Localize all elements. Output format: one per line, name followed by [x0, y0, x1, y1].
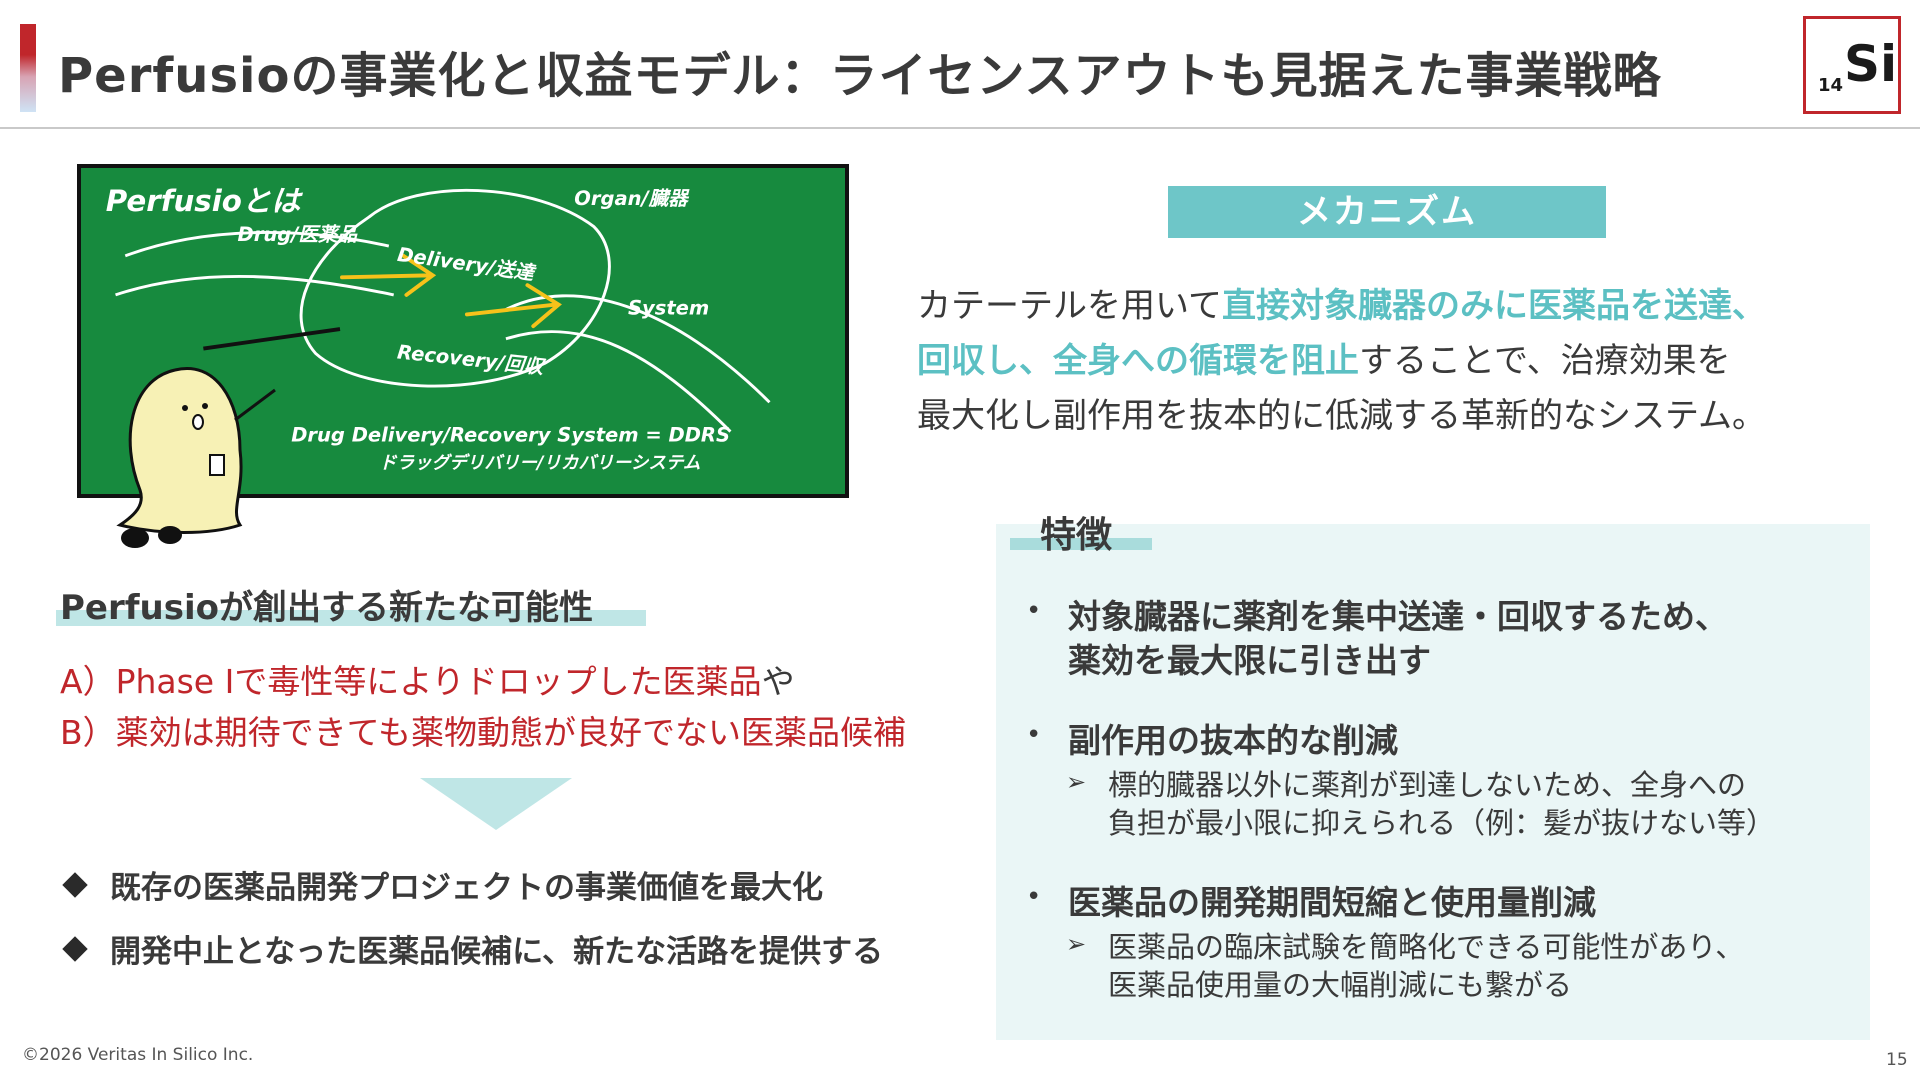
- recovery-label: Recovery/回収: [396, 340, 547, 378]
- bullet-dot-icon: •: [1026, 596, 1042, 626]
- system-label: System: [628, 296, 709, 319]
- organ-outline: [299, 188, 611, 388]
- features-title-underline: [1010, 538, 1152, 550]
- system-outflow-line-top: [505, 294, 771, 404]
- drug-inflow-line-top: [124, 231, 390, 258]
- feature-2: 副作用の抜本的な削減: [1068, 721, 1398, 760]
- possibility-item-2-text: 開発中止となった医薬品候補に、新たな活路を提供する: [110, 934, 884, 970]
- possibility-item-1: 既存の医薬品開発プロジェクトの事業価値を最大化: [60, 862, 823, 907]
- possibility-heading: Perfusioが創出する新たな可能性: [60, 588, 593, 628]
- ddrs-kana-label: ドラッグデリバリー/リカバリーシステム: [379, 453, 700, 474]
- sub-arrow-icon: ➢: [1066, 768, 1087, 796]
- feature-2-sub-line-2: 負担が最小限に抑えられる（例：髪が抜けない等）: [1108, 806, 1776, 840]
- recovery-arrow: [464, 283, 562, 329]
- diamond-bullet-icon: [62, 871, 88, 898]
- feature-2-sub-line-1: 標的臓器以外に薬剤が到達しないため、全身への: [1108, 768, 1747, 802]
- board-heading: Perfusioとは: [106, 184, 303, 218]
- feature-1-line-2: 薬効を最大限に引き出す: [1068, 641, 1431, 680]
- header-divider: [0, 127, 1920, 129]
- system-outflow-line-bottom: [505, 330, 732, 433]
- down-arrow-icon: [420, 778, 572, 830]
- mascot-character: [116, 367, 276, 548]
- drug-label: Drug/医薬品: [238, 223, 359, 246]
- mechanism-line-1-highlight: 直接対象臓器のみに医薬品を送達、: [1221, 286, 1766, 326]
- feature-3: 医薬品の開発期間短縮と使用量削減: [1068, 883, 1596, 922]
- title-accent-bar: [20, 24, 36, 112]
- pointer-stick: [203, 327, 341, 351]
- feature-3-sub-line-1: 医薬品の臨床試験を簡略化できる可能性があり、: [1108, 930, 1745, 964]
- company-logo: 14 Si: [1803, 16, 1901, 114]
- drug-inflow-line-bottom: [115, 274, 395, 297]
- bullet-dot-icon: •: [1026, 720, 1042, 750]
- feature-3-sub-line-2: 医薬品使用量の大幅削減にも繋がる: [1108, 968, 1573, 1002]
- mechanism-label: メカニズム: [1168, 186, 1606, 238]
- delivery-label: Delivery/送達: [396, 243, 539, 285]
- features-title: 特徴: [1040, 515, 1113, 556]
- mechanism-line-3: 最大化し副作用を抜本的に低減する革新的なシステム。: [917, 396, 1766, 436]
- mechanism-line-2-highlight: 回収し、全身への循環を阻止: [917, 341, 1359, 381]
- possibility-line-b: B）薬効は期待できても薬物動態が良好でない医薬品候補: [60, 713, 906, 752]
- delivery-arrow: [340, 253, 437, 297]
- feature-1-line-1: 対象臓器に薬剤を集中送達・回収するため、: [1068, 597, 1728, 636]
- possibility-item-1-text: 既存の医薬品開発プロジェクトの事業価値を最大化: [110, 870, 823, 906]
- ddrs-label: Drug Delivery/Recovery System = DDRS: [291, 423, 730, 446]
- page-number: 15: [1886, 1050, 1908, 1070]
- possibility-line-a-text: A）Phase Ⅰで毒性等によりドロップした医薬品: [60, 662, 762, 701]
- ddrs-diagram: Perfusioとは Organ/臓器 Drug/医薬品 Delivery/送達…: [106, 184, 771, 474]
- possibility-line-a-suffix: や: [761, 662, 795, 701]
- features-panel: [996, 524, 1870, 1040]
- bullet-dot-icon: •: [1026, 882, 1042, 912]
- mechanism-line-1: カテーテルを用いて直接対象臓器のみに医薬品を送達、: [917, 278, 1766, 327]
- logo-symbol: Si: [1844, 35, 1898, 93]
- mechanism-line-2: 回収し、全身への循環を阻止することで、治療効果を: [917, 333, 1731, 382]
- copyright: ©2026 Veritas In Silico Inc.: [22, 1045, 254, 1065]
- mechanism-line-1-plain: カテーテルを用いて: [917, 286, 1222, 326]
- logo-number: 14: [1818, 75, 1844, 96]
- page-title: Perfusioの事業化と収益モデル：ライセンスアウトも見据えた事業戦略: [58, 48, 1662, 104]
- diamond-bullet-icon: [62, 935, 88, 962]
- possibility-item-2: 開発中止となった医薬品候補に、新たな活路を提供する: [60, 926, 883, 971]
- section-heading-underline: [56, 610, 646, 626]
- sub-arrow-icon: ➢: [1066, 930, 1087, 958]
- organ-label: Organ/臓器: [574, 187, 690, 210]
- mechanism-line-2-plain: することで、治療効果を: [1359, 341, 1731, 381]
- possibility-line-a: A）Phase Ⅰで毒性等によりドロップした医薬品や: [60, 655, 795, 703]
